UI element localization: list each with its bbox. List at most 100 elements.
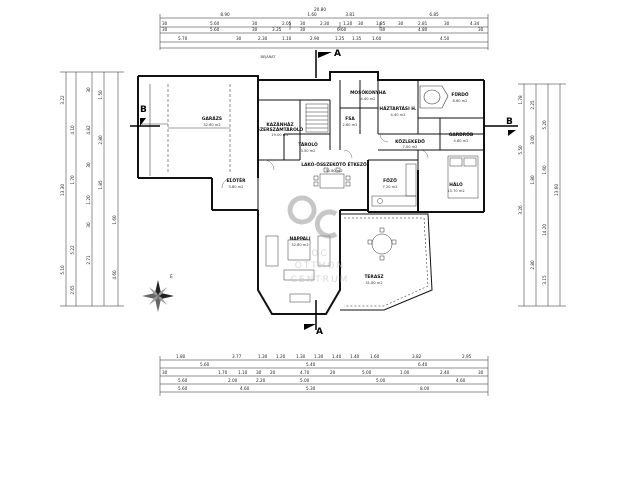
terrace bbox=[340, 213, 433, 311]
room-fsa-name: FSA bbox=[345, 116, 355, 122]
dim-top-2-2: 30 bbox=[252, 21, 258, 26]
dim-bot-1-3: 1.20 bbox=[276, 354, 286, 359]
dim-bot-2-2: 6.40 bbox=[418, 362, 428, 367]
watermark-logo: OC OTTHON CENTRUM bbox=[287, 195, 350, 285]
dim-top-3-8: 30 bbox=[478, 27, 484, 32]
section-a-top: A bbox=[315, 49, 341, 78]
dim-top-1-3: 6.85 bbox=[429, 12, 439, 17]
dim-bot-1-10: 2.95 bbox=[462, 354, 472, 359]
dim-bot-2-1: 5.40 bbox=[306, 362, 316, 367]
dim-left-2-2: 30 bbox=[86, 162, 91, 168]
dim-bottom-row1: 1.80 3.77 1.30 1.20 1.30 1.30 1.40 1.40 … bbox=[176, 354, 472, 359]
room-gardrob-name: GARDRÓB bbox=[449, 131, 474, 138]
watermark-line1: OTTHON bbox=[295, 261, 346, 271]
dim-right-2-1: 3.00 bbox=[530, 135, 535, 145]
section-b-right-label: B bbox=[506, 117, 513, 127]
dim-bot-1-1: 3.77 bbox=[232, 354, 242, 359]
dim-left-1-0: 3.22 bbox=[60, 95, 65, 105]
dim-left-2-5: 2.71 bbox=[86, 255, 91, 265]
dim-right-col1: 1.78 5.50 3.26 13.60 bbox=[518, 95, 559, 215]
dim-top-2-3: 2.05 bbox=[282, 21, 292, 26]
section-a-bottom-label: A bbox=[316, 327, 323, 337]
dim-bot-5-3: 8.00 bbox=[420, 386, 430, 391]
section-arrow-icon bbox=[304, 324, 316, 330]
dim-right-col3: 5.20 1.60 14.20 3.15 bbox=[542, 120, 547, 285]
dining-table bbox=[313, 167, 351, 189]
dim-bot-1-0: 1.80 bbox=[176, 354, 186, 359]
room-kozlekedo-area: 7.00 m2 bbox=[403, 145, 418, 149]
terrace-table bbox=[367, 227, 397, 261]
dim-left-2-3: 1.20 bbox=[86, 195, 91, 205]
dim-top-4-4: 2.90 bbox=[310, 36, 320, 41]
dim-top-1-0: 8.90 bbox=[220, 12, 230, 17]
dim-top-2-4: 30 bbox=[300, 21, 306, 26]
dim-top-2-7: 30 bbox=[358, 21, 364, 26]
room-lakooter-area: 30.80 m2 bbox=[325, 169, 342, 173]
dim-bot-1-2: 1.30 bbox=[258, 354, 268, 359]
room-eloter-area: 3.80 m2 bbox=[229, 185, 244, 189]
room-kozlekedo-name: KÖZLEKEDŐ bbox=[395, 138, 425, 145]
dim-bot-3-4: 20 bbox=[270, 370, 276, 375]
room-bejarat-name: BEJÁRAT bbox=[261, 54, 277, 59]
dim-left-1-5: 2.65 bbox=[70, 285, 75, 295]
dim-left-2-4: 30 bbox=[86, 222, 91, 228]
dim-left-col1: 3.22 13.30 4.10 1.70 5.22 2.65 5.10 bbox=[60, 95, 75, 295]
dim-right-3-1: 1.60 bbox=[542, 165, 547, 175]
dim-bot-3-9: 2.40 bbox=[440, 370, 450, 375]
dim-top-row2: 30 5.60 30 2.05 30 2.30 1.20 30 1.85 30 … bbox=[162, 21, 480, 26]
dim-top-2-12: 4.34 bbox=[470, 21, 480, 26]
right-dimension-chain bbox=[518, 83, 566, 307]
dim-left-1-2: 4.10 bbox=[70, 125, 75, 135]
dim-left-3-4: 4.60 bbox=[112, 270, 117, 280]
dim-bot-4-5: 4.60 bbox=[456, 378, 466, 383]
dim-top-4-3: 1.10 bbox=[282, 36, 292, 41]
dim-left-1-4: 5.22 bbox=[70, 245, 75, 255]
section-arrow-icon bbox=[318, 52, 332, 58]
dim-bottom-row4: 5.60 2.00 2.20 5.00 5.00 4.60 bbox=[178, 378, 466, 383]
dim-top-2-11: 30 bbox=[444, 21, 450, 26]
dim-bot-3-6: 20 bbox=[330, 370, 336, 375]
dim-bot-1-7: 1.40 bbox=[350, 354, 360, 359]
room-mosokonyha-name: MOSÓKONYHA bbox=[350, 89, 386, 96]
dim-bot-3-10: 30 bbox=[478, 370, 484, 375]
dim-bot-4-2: 2.20 bbox=[256, 378, 266, 383]
dim-right-col2: 2.25 3.00 1.80 2.80 bbox=[530, 100, 535, 270]
room-garazs-name: GARÁZS bbox=[202, 115, 222, 122]
dim-right-3-0: 5.20 bbox=[542, 120, 547, 130]
compass-rose-icon: É bbox=[142, 274, 174, 312]
dim-bot-1-4: 1.30 bbox=[296, 354, 306, 359]
dim-left-3-1: 2.80 bbox=[98, 135, 103, 145]
dim-top-1-1: 1.60 bbox=[307, 12, 317, 17]
dim-bot-3-3: 30 bbox=[256, 370, 262, 375]
door-arcs bbox=[221, 133, 429, 189]
dim-right-1-3: 13.60 bbox=[554, 184, 559, 196]
dim-bot-5-2: 5.30 bbox=[306, 386, 316, 391]
dim-right-3-3: 3.15 bbox=[542, 275, 547, 285]
dim-top-4-5: 1.25 bbox=[335, 36, 345, 41]
dim-top-row1: 8.90 1.60 3.81 6.85 bbox=[220, 12, 439, 17]
room-fozo-name: FŐZŐ bbox=[383, 177, 397, 184]
dim-bot-3-7: 5.00 bbox=[362, 370, 372, 375]
room-kazanhaz-area: 19.00 m2 bbox=[271, 133, 288, 137]
room-furdo-name: FÜRDŐ bbox=[451, 91, 469, 98]
watermark-line2: CENTRUM bbox=[291, 275, 350, 285]
dim-top-2-1: 5.60 bbox=[210, 21, 220, 26]
interior-walls bbox=[257, 80, 484, 210]
dim-top-4-1: 30 bbox=[236, 36, 242, 41]
room-mosokonyha-area: 4.40 m2 bbox=[361, 97, 376, 101]
dim-right-2-0: 2.25 bbox=[530, 100, 535, 110]
section-b-left: B bbox=[130, 105, 160, 127]
dim-bot-3-2: 1.10 bbox=[238, 370, 248, 375]
dim-top-2-5: 2.30 bbox=[320, 21, 330, 26]
dim-left-col3: 1.50 2.80 1.85 1.60 4.60 bbox=[98, 90, 117, 280]
room-halo-area: 15.70 m2 bbox=[447, 189, 464, 193]
dim-top-2-0: 30 bbox=[162, 21, 168, 26]
dim-right-1-0: 1.78 bbox=[518, 95, 523, 105]
dim-top-4-8: 4.50 bbox=[440, 36, 450, 41]
dim-top-2-10: 2.81 bbox=[418, 21, 428, 26]
dim-top-2-6: 1.20 bbox=[343, 21, 353, 26]
dim-bot-4-1: 2.00 bbox=[228, 378, 238, 383]
room-terasz-name: TERASZ bbox=[364, 274, 383, 280]
kitchen-counter bbox=[371, 163, 417, 207]
room-tarolo-area: 3.50 m2 bbox=[301, 149, 316, 153]
